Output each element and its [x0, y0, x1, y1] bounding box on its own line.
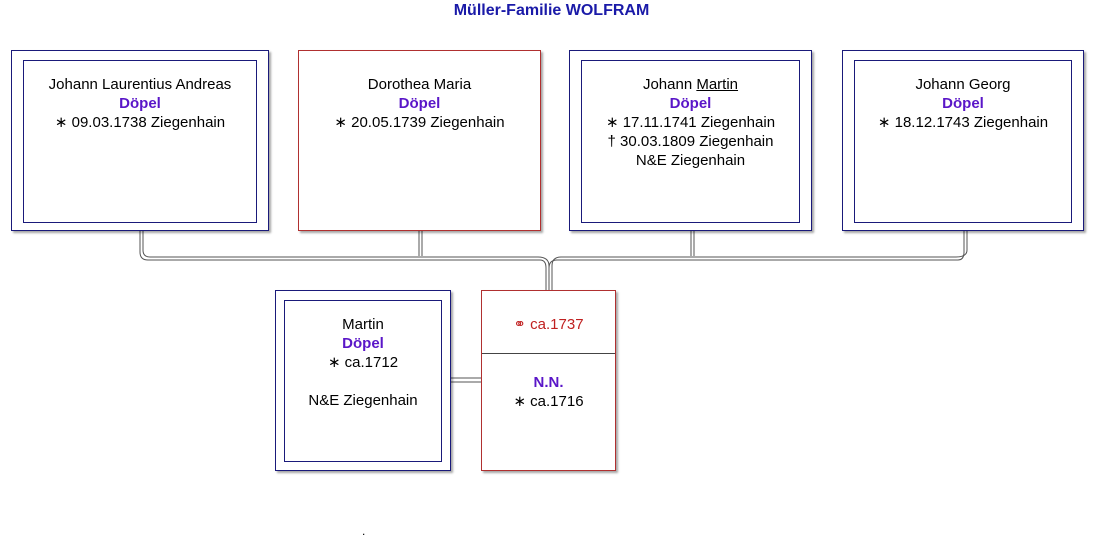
father-card-inner: [284, 300, 442, 462]
father-surname: Döpel: [342, 335, 384, 352]
child-given-name: Johann Martin: [642, 76, 739, 93]
marriage-section: ⚭ ca.1737: [482, 291, 615, 354]
child-given-name: Dorothea Maria: [367, 76, 472, 93]
child-given-name: Johann Georg: [915, 76, 1011, 93]
mother-name: N.N.: [533, 374, 564, 391]
child-surname: Döpel: [398, 95, 441, 112]
mother-birth: ∗ ca.1716: [513, 393, 584, 410]
child-birth: ∗ 18.12.1743 Ziegenhain: [877, 114, 1049, 131]
mother-card[interactable]: ⚭ ca.1737 N.N. ∗ ca.1716: [481, 290, 616, 471]
father-birth: ∗ ca.1712: [327, 354, 399, 371]
child-surname: Döpel: [942, 95, 984, 112]
child-birth: ∗ 17.11.1741 Ziegenhain: [605, 114, 776, 131]
child-card-3[interactable]: Johann Martin Döpel ∗ 17.11.1741 Ziegenh…: [569, 50, 812, 231]
child-surname: Döpel: [669, 95, 712, 112]
page-title: Müller-Familie WOLFRAM: [453, 2, 650, 19]
child-card-1[interactable]: Johann Laurentius Andreas Döpel ∗ 09.03.…: [11, 50, 269, 231]
father-note: N&E Ziegenhain: [308, 392, 418, 409]
child-birth: ∗ 09.03.1738 Ziegenhain: [54, 114, 226, 131]
father-given-name: Martin: [342, 316, 384, 333]
child-birth: ∗ 20.05.1739 Ziegenhain: [334, 114, 505, 131]
footer-dot: .: [362, 524, 366, 538]
child-surname: Döpel: [119, 95, 161, 112]
child-card-inner: [581, 60, 800, 223]
child-note: N&E Ziegenhain: [635, 152, 746, 169]
child-death: † 30.03.1809 Ziegenhain: [607, 133, 774, 150]
child-card-2[interactable]: Dorothea Maria Döpel ∗ 20.05.1739 Ziegen…: [298, 50, 541, 231]
child-card-4[interactable]: Johann Georg Döpel ∗ 18.12.1743 Ziegenha…: [842, 50, 1084, 231]
father-card[interactable]: Martin Döpel ∗ ca.1712 N&E Ziegenhain: [275, 290, 451, 471]
child-given-name: Johann Laurentius Andreas: [48, 76, 232, 93]
child-card-inner: [854, 60, 1072, 223]
marriage-rings-icon: ⚭: [513, 316, 526, 333]
child-card-inner: [23, 60, 257, 223]
marriage-date: ⚭ ca.1737: [513, 316, 584, 333]
